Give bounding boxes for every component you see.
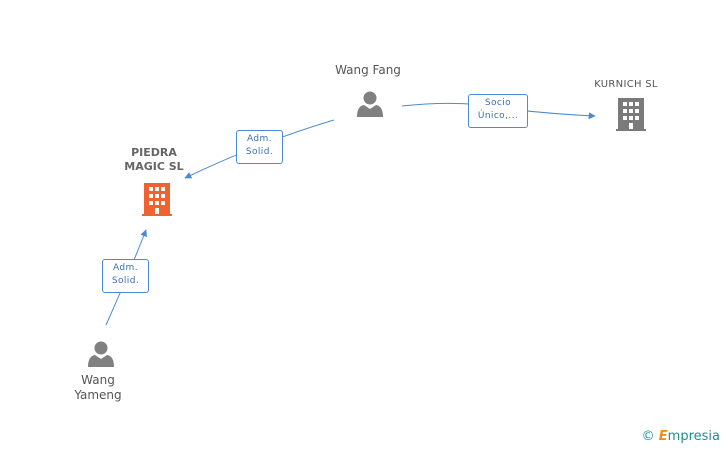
edge-label-line: Adm. xyxy=(113,263,138,273)
node-label-line: Wang xyxy=(81,373,115,387)
node-label-wang-fang[interactable]: Wang Fang xyxy=(335,63,401,77)
node-label-piedra-magic[interactable]: PIEDRA MAGIC SL xyxy=(104,146,204,174)
building-icon[interactable] xyxy=(142,183,172,216)
brand-name: mpresia xyxy=(667,429,720,444)
copyright-icon: © xyxy=(641,429,655,444)
edge-label-line: Adm. xyxy=(247,134,272,144)
edge-label-socio-unico[interactable]: Socio Único,... xyxy=(468,94,528,128)
edge-label-line: Solid. xyxy=(245,147,274,157)
brand-logo-initial: E xyxy=(658,429,668,444)
building-icon[interactable] xyxy=(616,98,646,131)
node-label-kurnich[interactable]: KURNICH SL xyxy=(594,79,658,90)
node-label-line: Yameng xyxy=(74,388,122,402)
watermark: © Empresia xyxy=(642,429,720,444)
node-label-line: PIEDRA xyxy=(131,146,177,159)
node-label-line: MAGIC SL xyxy=(124,160,184,173)
edge-label-line: Socio xyxy=(484,98,512,108)
edge-label-line: Único,... xyxy=(477,111,519,121)
node-label-wang-yameng[interactable]: Wang Yameng xyxy=(48,373,148,403)
edge-label-adm-solid[interactable]: Adm. Solid. xyxy=(236,130,283,164)
edge-label-line: Solid. xyxy=(111,276,140,286)
person-icon[interactable] xyxy=(88,341,114,368)
person-icon[interactable] xyxy=(357,91,383,118)
edge-label-adm-solid[interactable]: Adm. Solid. xyxy=(102,259,149,293)
